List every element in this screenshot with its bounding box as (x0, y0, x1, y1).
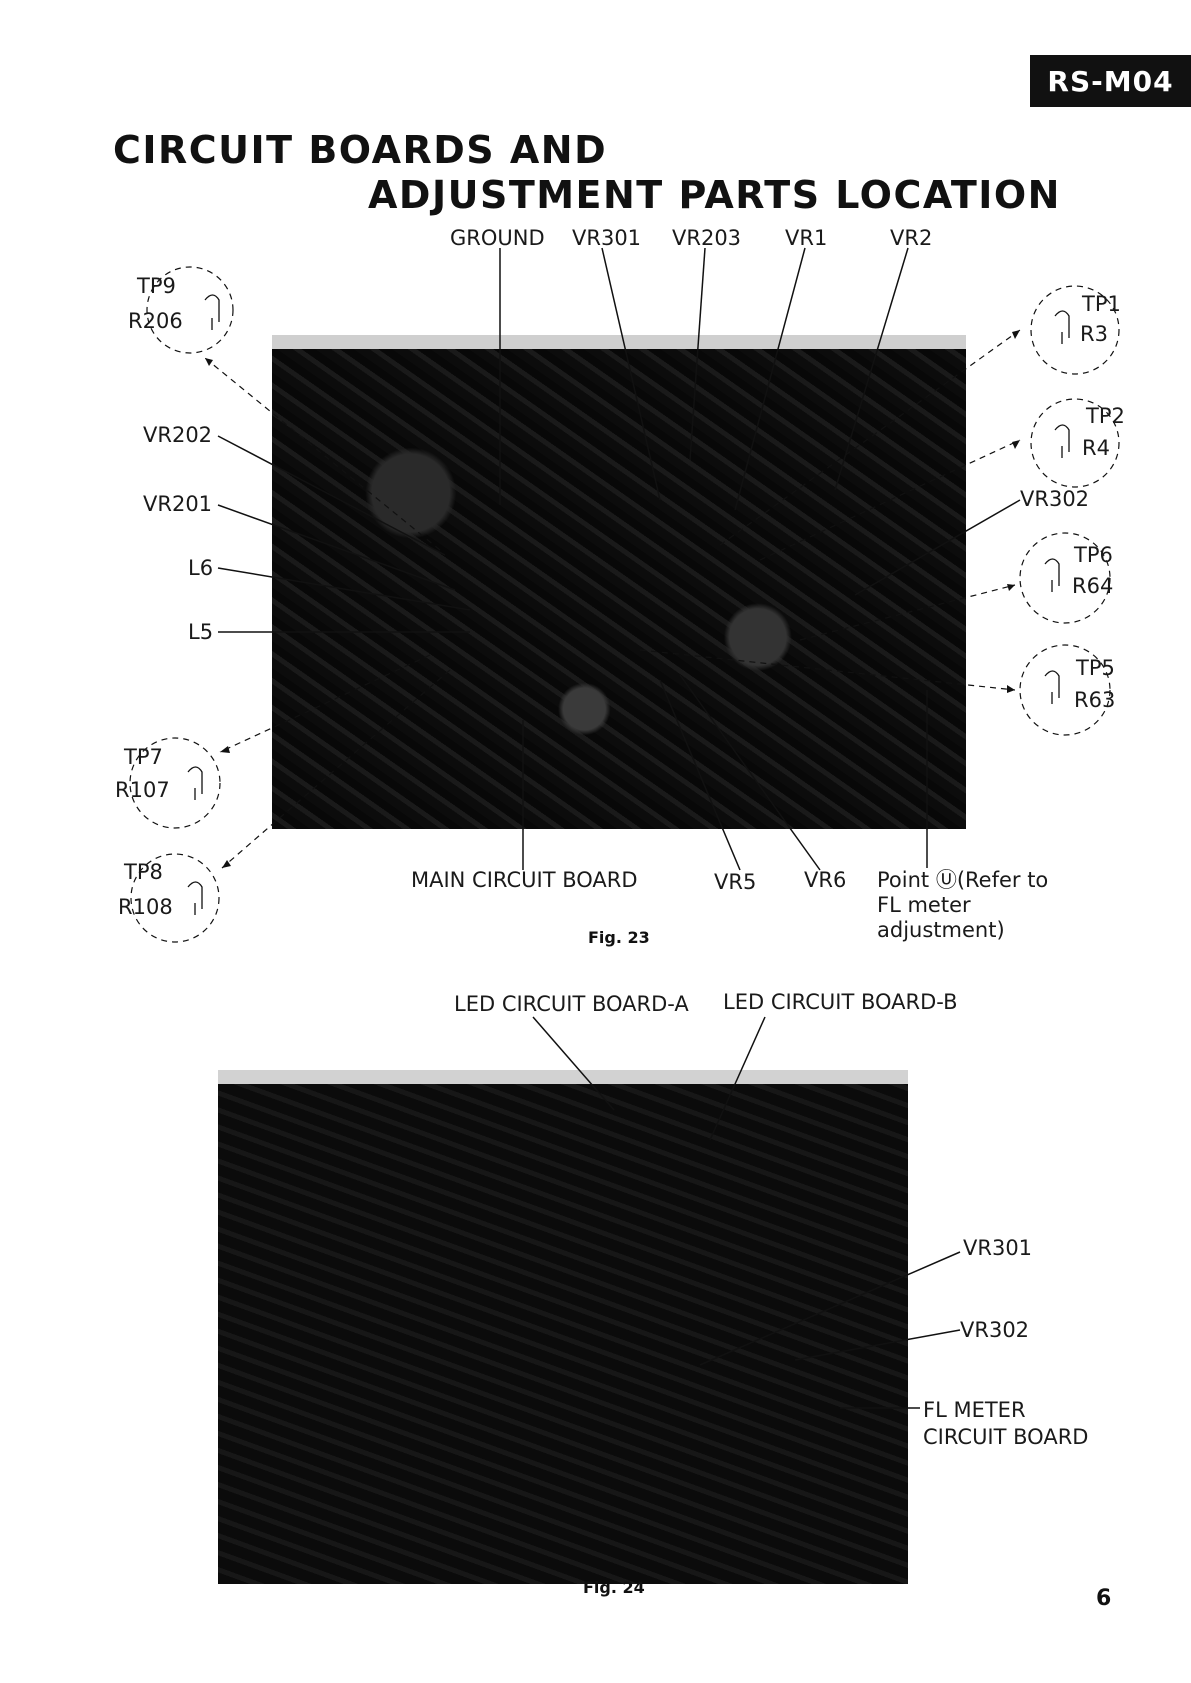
label-l5: L5 (188, 620, 214, 644)
page-title-line2: ADJUSTMENT PARTS LOCATION (368, 173, 1061, 217)
label-fig24-vr302: VR302 (960, 1318, 1030, 1342)
model-badge: RS-M04 (1030, 55, 1191, 107)
label-fig24-vr301: VR301 (963, 1236, 1033, 1260)
fig23-caption: Fig. 23 (588, 928, 650, 947)
r107-label: R107 (115, 778, 170, 802)
tp9-label: TP9 (137, 274, 176, 298)
label-vr2: VR2 (890, 226, 933, 250)
r4-label: R4 (1082, 436, 1110, 460)
label-ground: GROUND (450, 226, 545, 250)
r108-label: R108 (118, 895, 173, 919)
chassis-photo (218, 1070, 908, 1584)
tp6-label: TP6 (1074, 543, 1113, 567)
label-vr301: VR301 (572, 226, 642, 250)
r3-label: R3 (1080, 322, 1108, 346)
page-number: 6 (1096, 1586, 1112, 1611)
label-vr6: VR6 (804, 868, 847, 892)
r63-label: R63 (1074, 688, 1116, 712)
point-note-line3: adjustment) (877, 918, 1005, 942)
label-vr201: VR201 (143, 492, 213, 516)
label-fl-meter-line2: CIRCUIT BOARD (923, 1425, 1089, 1449)
label-fl-meter-line1: FL METER (923, 1398, 1026, 1422)
label-vr1: VR1 (785, 226, 828, 250)
label-vr5: VR5 (714, 870, 757, 894)
main-board-photo (272, 335, 966, 829)
tp1-label: TP1 (1082, 292, 1121, 316)
label-l6: L6 (188, 556, 214, 580)
page-title-line1: CIRCUIT BOARDS AND (113, 128, 608, 172)
label-led-board-a: LED CIRCUIT BOARD-A (454, 992, 689, 1016)
r206-label: R206 (128, 309, 183, 333)
tp5-label: TP5 (1076, 656, 1115, 680)
tp8-label: TP8 (124, 860, 163, 884)
label-vr202: VR202 (143, 423, 213, 447)
point-note-line2: FL meter (877, 893, 971, 917)
tp7-label: TP7 (124, 745, 163, 769)
label-led-board-b: LED CIRCUIT BOARD-B (723, 990, 958, 1014)
label-vr203: VR203 (672, 226, 742, 250)
r64-label: R64 (1072, 574, 1114, 598)
fig24-caption: Fig. 24 (583, 1578, 645, 1597)
label-vr302: VR302 (1020, 487, 1090, 511)
point-note-line1: Point Ⓤ(Refer to (877, 868, 1049, 892)
tp2-label: TP2 (1086, 404, 1125, 428)
label-main-circuit-board: MAIN CIRCUIT BOARD (411, 868, 638, 892)
